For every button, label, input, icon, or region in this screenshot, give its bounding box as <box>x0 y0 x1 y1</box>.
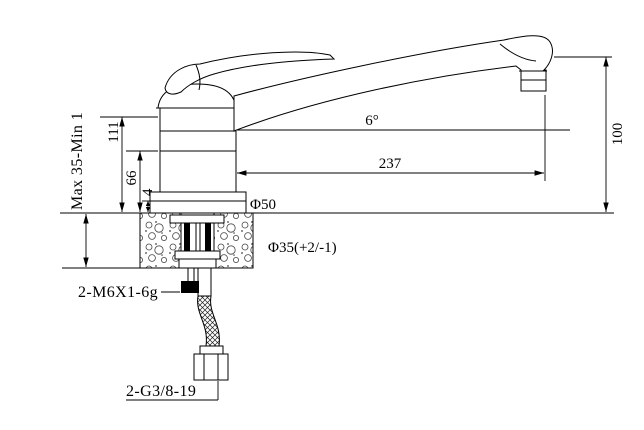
label-inlet-thread: 2-G3/8-19 <box>126 383 196 400</box>
braided-hose <box>197 295 220 347</box>
dim-hole-diameter: Φ35(+2/-1) <box>268 240 337 256</box>
dim-spout-angle: 6° <box>365 113 379 129</box>
counter-hatch-right <box>213 212 254 269</box>
stud-nut <box>181 281 199 293</box>
dim-spout-reach: 237 <box>379 156 402 172</box>
fixing-stud-right <box>205 223 211 251</box>
mounting-shank <box>169 214 225 293</box>
dim-clamp-thickness: Max 35-Min 1 <box>69 112 86 210</box>
handle-cap-seam <box>195 64 201 91</box>
flex-hose <box>193 268 229 381</box>
lever-handle <box>164 51 336 95</box>
lower-washer <box>174 250 221 260</box>
label-fixing-thread: 2-M6X1-6g <box>78 284 158 301</box>
hose-collar <box>199 345 224 355</box>
faucet-handle <box>164 51 336 95</box>
dimension-lines: 111 66 4 Max 35-Min 1 100 237 6° Φ50 Φ35… <box>69 56 626 401</box>
fixing-stud-left <box>184 223 190 251</box>
dim-outlet-height: 100 <box>610 123 626 146</box>
spout-head-seam <box>499 43 537 62</box>
faucet-body <box>149 83 247 214</box>
faucet-spout <box>233 35 553 132</box>
base-flange <box>149 191 247 214</box>
swivel-spout <box>233 35 553 132</box>
mounting-nut <box>178 258 217 269</box>
hose-nut <box>193 353 229 381</box>
dim-body-height: 66 <box>124 170 140 186</box>
dim-base-diameter: Φ50 <box>250 197 276 213</box>
dim-overall-height: 111 <box>106 121 122 142</box>
countertop-section <box>60 212 614 269</box>
dim-flange-height: 4 <box>140 188 156 196</box>
top-washer <box>169 214 225 224</box>
